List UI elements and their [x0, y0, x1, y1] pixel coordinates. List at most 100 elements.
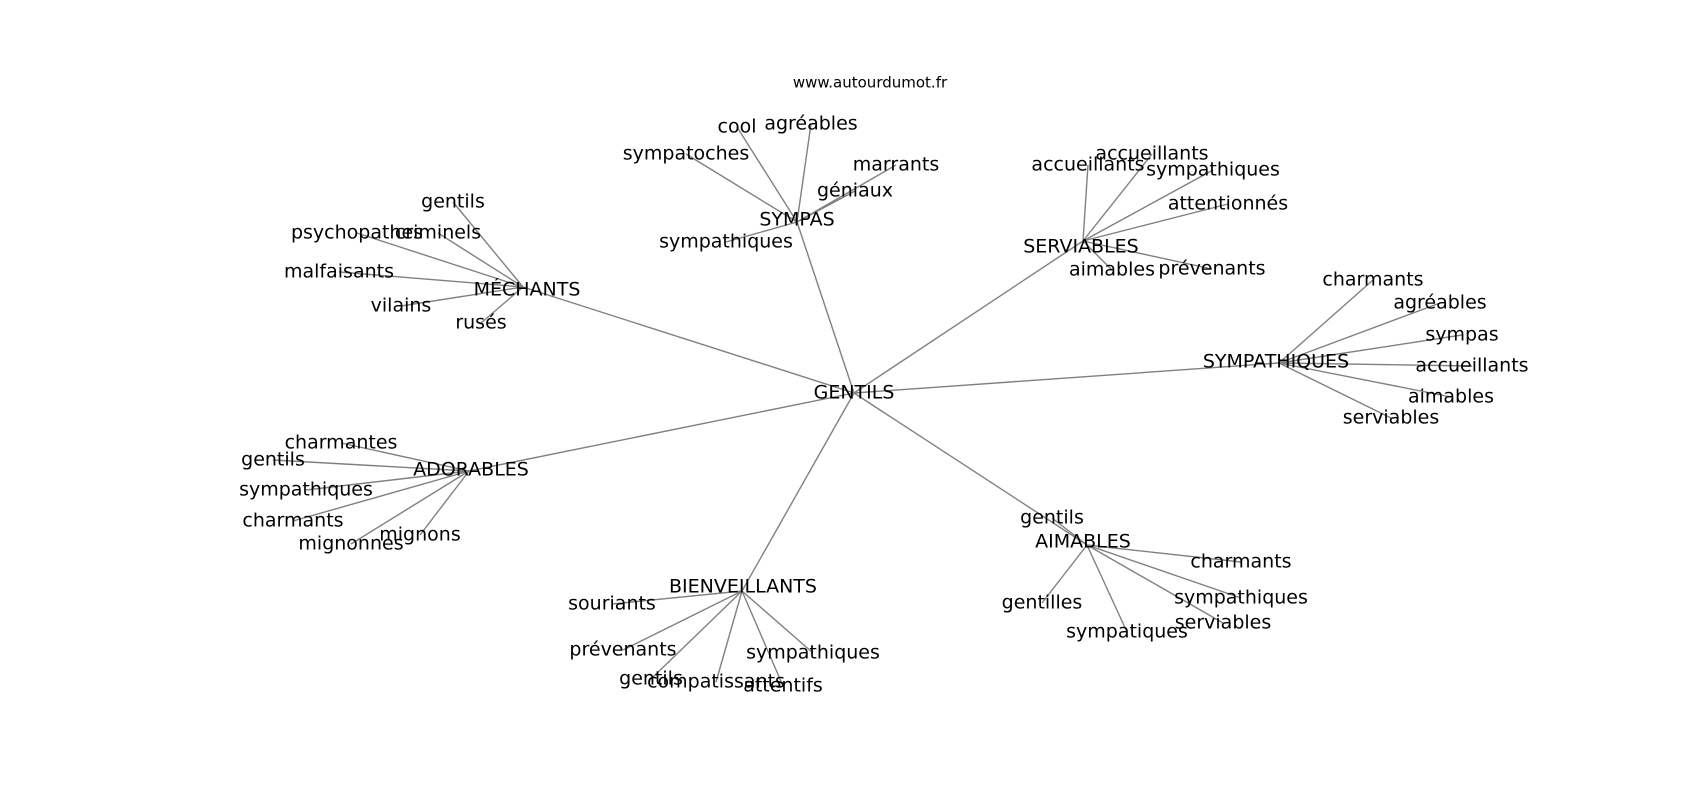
leaf-label-sympatoches: sympatoches	[623, 143, 750, 165]
leaf-label-marrants: marrants	[853, 154, 939, 176]
leaf-label-criminels: criminels	[395, 222, 481, 244]
leaf-label-prevenants: prévenants	[569, 639, 676, 661]
leaf-label-aimables: aimables	[1408, 386, 1494, 408]
node-label-bienveillants: BIENVEILLANTS	[669, 576, 817, 598]
edge-center-aimables	[853, 392, 1088, 546]
edge-bienveillants-attentifs	[741, 590, 784, 687]
edge-sympathiques-accueillants	[1278, 362, 1473, 367]
leaf-label-geniaux: géniaux	[817, 180, 893, 202]
edge-adorables-charmantes	[340, 442, 470, 472]
edge-aimables-sympathiques	[1086, 544, 1242, 599]
leaf-label-gentils: gentils	[1020, 507, 1084, 529]
edge-sympas-agreables	[796, 123, 812, 223]
leaf-labels: cool agréables sympatoches marrants géniaux s…	[239, 113, 1528, 697]
edge-serviables-sympathiques	[1082, 169, 1214, 242]
leaf-label-gentils: gentils	[619, 668, 683, 690]
edge-adorables-charmants	[292, 470, 470, 522]
leaf-label-mignonnes: mignonnes	[298, 533, 403, 555]
edge-center-bienveillants	[741, 392, 855, 592]
edge-bienveillants-prevenants	[622, 590, 743, 651]
edge-sympathiques-serviables	[1278, 362, 1392, 419]
leaf-label-sympathiques: sympathiques	[239, 479, 373, 501]
edge-serviables-attentionnes	[1082, 203, 1229, 242]
edge-mechants-ruses	[480, 286, 524, 324]
leaf-label-sympathiques: sympathiques	[1146, 159, 1280, 181]
edge-bienveillants-sympathiques	[741, 590, 814, 654]
edge-serviables-prevenants	[1082, 240, 1213, 270]
leaf-label-vilains: vilains	[371, 295, 432, 317]
edge-sympas-sympathiques	[725, 221, 798, 243]
edge-mechants-criminels	[437, 232, 524, 288]
edge-sympas-geniaux	[796, 190, 856, 223]
edge-aimables-gentilles	[1041, 544, 1088, 604]
node-label-mechants: MÉCHANTS	[474, 278, 581, 301]
hub-labels: GENTILS SYMPAS SERVIABLES MÉCHANTS SYMPA…	[413, 209, 1349, 598]
leaf-label-accueillants: accueillants	[1095, 143, 1208, 165]
leaf-label-sympatiques: sympatiques	[1066, 621, 1188, 643]
leaf-label-gentils: gentils	[241, 449, 305, 471]
edge-sympas-sympatoches	[685, 153, 798, 223]
leaf-label-mignons: mignons	[379, 524, 460, 546]
edge-serviables-accueillants	[1082, 153, 1153, 242]
leaf-label-agreables: agréables	[1393, 292, 1486, 314]
edge-mechants-psychopathes	[356, 232, 524, 288]
edge-adorables-gentils	[272, 459, 470, 472]
edge-center-adorables	[468, 392, 855, 472]
leaf-label-sympathiques: sympathiques	[1174, 587, 1308, 609]
leaf-label-gentilles: gentilles	[1002, 592, 1083, 614]
edge-adorables-sympathiques	[305, 470, 470, 491]
edge-serviables-accueillants	[1082, 164, 1089, 242]
leaf-label-attentifs: attentifs	[743, 675, 823, 697]
leaf-label-compatissants: compatissants	[647, 671, 785, 693]
edge-adorables-mignons	[419, 470, 470, 536]
edge-sympathiques-aimables	[1278, 362, 1452, 398]
edge-serviables-aimables	[1082, 240, 1113, 271]
edge-aimables-charmants	[1086, 544, 1242, 563]
source-credit: www.autourdumot.fr	[793, 74, 948, 92]
edge-mechants-vilains	[400, 286, 524, 307]
leaf-label-prevenants: prévenants	[1158, 258, 1265, 280]
edge-adorables-mignonnes	[350, 470, 470, 545]
leaf-label-accueillants: accueillants	[1031, 154, 1144, 176]
edge-sympathiques-charmants	[1278, 279, 1374, 364]
leaf-label-cool: cool	[718, 116, 757, 138]
edges	[272, 123, 1473, 687]
node-label-sympas: SYMPAS	[759, 209, 834, 231]
leaf-label-psychopathes: psychopathes	[291, 222, 423, 244]
edge-bienveillants-souriants	[611, 590, 743, 605]
edge-bienveillants-gentils	[650, 590, 743, 680]
edge-aimables-serviables	[1086, 544, 1224, 624]
center-node-label: GENTILS	[814, 382, 895, 404]
leaf-label-serviables: serviables	[1343, 407, 1440, 429]
leaf-label-souriants: souriants	[568, 593, 656, 615]
leaf-label-sympathiques: sympathiques	[659, 231, 793, 253]
leaf-label-ruses: rusés	[455, 312, 506, 334]
edge-center-sympas	[796, 221, 855, 394]
leaf-label-charmantes: charmantes	[285, 432, 398, 454]
edge-center-mechants	[522, 286, 855, 394]
leaf-label-gentils: gentils	[421, 191, 485, 213]
edge-mechants-gentils	[452, 201, 524, 288]
leaf-label-malfaisants: malfaisants	[284, 261, 394, 283]
edge-center-sympathiques	[853, 362, 1280, 394]
edge-mechants-malfaisants	[338, 271, 524, 288]
edge-aimables-sympatiques	[1086, 544, 1128, 633]
edge-sympathiques-agreables	[1278, 302, 1441, 364]
edge-sympathiques-sympas	[1278, 334, 1463, 364]
node-label-aimables: AIMABLES	[1035, 531, 1131, 553]
leaf-label-aimables: aimables	[1069, 259, 1155, 281]
node-label-adorables: ADORABLES	[413, 459, 529, 481]
leaf-label-charmants: charmants	[242, 510, 343, 532]
leaf-label-charmants: charmants	[1322, 269, 1423, 291]
leaf-label-serviables: serviables	[1175, 612, 1272, 634]
edge-bienveillants-compatissants	[715, 590, 743, 683]
node-label-serviables: SERVIABLES	[1023, 236, 1139, 258]
leaf-label-agreables: agréables	[764, 113, 857, 135]
leaf-label-charmants: charmants	[1190, 551, 1291, 573]
edge-center-serviables	[853, 240, 1084, 394]
edge-sympas-cool	[736, 126, 798, 223]
leaf-label-sympas: sympas	[1425, 324, 1498, 346]
leaf-label-sympathiques: sympathiques	[746, 642, 880, 664]
node-label-sympathiques: SYMPATHIQUES	[1203, 351, 1349, 373]
